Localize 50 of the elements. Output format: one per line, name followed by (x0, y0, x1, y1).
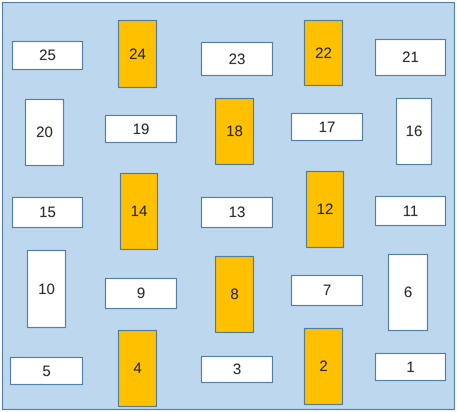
box-number: 4 (133, 360, 142, 377)
box-number: 19 (132, 120, 150, 138)
box (12, 41, 83, 70)
box-number: 1 (406, 358, 415, 376)
box-number: 13 (228, 204, 246, 221)
box-number: 22 (315, 44, 332, 62)
box-number: 2 (319, 358, 328, 375)
box-number: 10 (38, 280, 55, 298)
highlighted-box (215, 98, 254, 165)
highlighted-box (304, 328, 343, 405)
box-number: 21 (402, 49, 419, 66)
box (375, 39, 446, 76)
box (27, 250, 66, 328)
box-number: 12 (316, 201, 334, 218)
box-number: 9 (136, 285, 146, 302)
box (25, 99, 64, 166)
highlighted-box (118, 20, 157, 88)
box (388, 254, 428, 331)
highlighted-box (118, 330, 157, 407)
box (201, 42, 273, 76)
box-number: 25 (39, 47, 56, 64)
box (291, 275, 363, 306)
box-number: 14 (130, 203, 148, 220)
box (375, 353, 446, 381)
highlighted-box (215, 256, 254, 333)
box (105, 115, 177, 143)
box-number: 6 (404, 284, 412, 301)
box-number: 15 (39, 204, 56, 221)
box (10, 357, 83, 385)
highlighted-box (304, 20, 343, 86)
box-number: 7 (322, 282, 332, 299)
box-number: 11 (402, 202, 418, 220)
highlighted-box (306, 171, 344, 248)
box-number: 24 (129, 46, 146, 62)
box (201, 356, 273, 383)
box (396, 98, 432, 165)
box-number: 23 (228, 50, 246, 68)
box (201, 197, 273, 228)
box (105, 278, 177, 309)
box-number: 8 (230, 286, 239, 303)
box (375, 196, 446, 226)
box-number: 3 (232, 361, 242, 378)
box-number: 18 (226, 123, 243, 140)
highlighted-box (120, 173, 158, 250)
box-number: 5 (42, 362, 51, 380)
box-number: 17 (318, 118, 336, 136)
box (12, 197, 83, 228)
box-number: 16 (406, 123, 422, 140)
box (291, 113, 363, 141)
box-number: 20 (36, 124, 53, 141)
